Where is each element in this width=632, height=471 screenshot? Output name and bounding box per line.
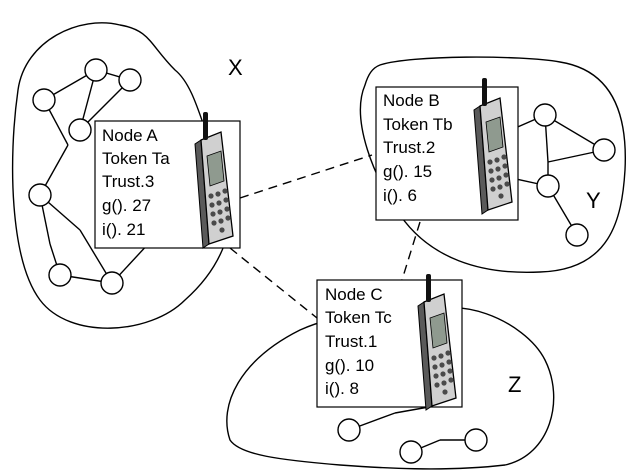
node-b-card: Node B Token Tb Trust.2 g(). 15 i(). 6: [375, 77, 519, 221]
region-z-label: Z: [508, 372, 521, 397]
link-node-a-node-b: [239, 154, 373, 199]
node-b-trust: Trust.2: [383, 138, 435, 157]
graph-vertex: [592, 138, 616, 162]
graph-vertex: [32, 88, 56, 112]
node-a-trust: Trust.3: [102, 172, 154, 191]
graph-vertex: [48, 263, 72, 287]
link-node-a-node-c: [229, 247, 318, 319]
region-x-network: [28, 58, 151, 295]
node-b-token: Token Tb: [383, 115, 453, 134]
graph-edge: [79, 79, 131, 131]
node-c-token: Token Tc: [325, 308, 392, 327]
node-c-trust: Trust.1: [325, 332, 377, 351]
node-b-i: i(). 6: [383, 186, 417, 205]
node-a-name: Node A: [102, 126, 158, 145]
graph-vertex: [464, 428, 488, 452]
node-b-name: Node B: [383, 91, 440, 110]
graph-vertex: [100, 271, 124, 295]
graph-vertex: [68, 118, 92, 142]
node-c-i: i(). 8: [325, 379, 359, 398]
graph-vertex: [533, 103, 557, 127]
node-a-g: g(). 27: [102, 196, 151, 215]
graph-vertex: [536, 174, 560, 198]
graph-vertex: [84, 58, 108, 82]
graph-vertex: [565, 223, 589, 247]
node-a-token: Token Ta: [102, 149, 170, 168]
node-c-name: Node C: [325, 285, 383, 304]
node-b-g: g(). 15: [383, 162, 432, 181]
graph-vertex: [118, 68, 142, 92]
node-c-card: Node C Token Tc Trust.1 g(). 10 i(). 8: [316, 273, 463, 411]
region-x-label: X: [228, 55, 243, 80]
graph-vertex: [28, 183, 52, 207]
region-y-label: Y: [586, 188, 601, 213]
graph-vertex: [337, 418, 361, 442]
link-node-b-node-c: [401, 221, 421, 281]
node-c-g: g(). 10: [325, 356, 374, 375]
graph-vertex: [399, 440, 423, 464]
node-a-i: i(). 21: [102, 220, 145, 239]
region-z-network: [337, 404, 488, 464]
node-a-card: Node A Token Ta Trust.3 g(). 27 i(). 21: [94, 111, 241, 249]
